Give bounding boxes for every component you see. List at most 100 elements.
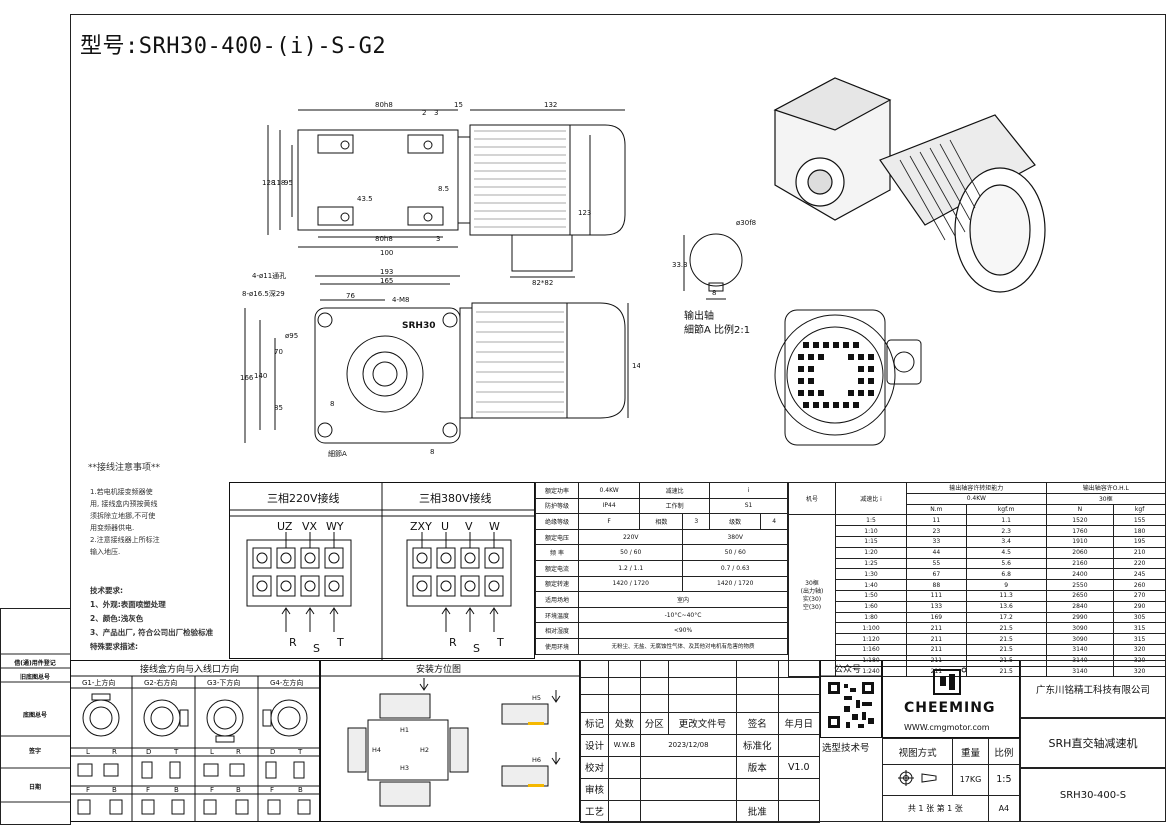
side-label-line: 30框 — [805, 579, 819, 587]
wiring-note-line: 1.若电机接变频器使 — [90, 488, 153, 496]
dim-3b: 3 — [436, 235, 440, 243]
label-base-no: 底图总号 — [22, 712, 47, 719]
dir-b3: B — [236, 786, 241, 794]
scale-label: 比例 — [987, 737, 1021, 766]
label-shared-parts: 借(通)用件登记 — [14, 660, 56, 667]
phase-s: S — [313, 642, 320, 655]
detail-caption: 細節A 比例2:1 — [684, 323, 750, 336]
ratio-cell: 1:15 — [835, 535, 907, 548]
spec-value: 4 — [760, 513, 788, 530]
torque-side-label: 30框 (出力轴) 实(30) 空(30) — [788, 514, 836, 678]
cell: 11.3 — [965, 589, 1047, 602]
spec-label: 额定功率 — [535, 482, 579, 499]
spec-value: <90% — [578, 622, 788, 639]
phase-s-380: S — [473, 642, 480, 655]
dim-100: 100 — [380, 249, 393, 257]
cell: 169 — [906, 611, 967, 624]
ratio-cell: 1:40 — [835, 579, 907, 591]
ratio-cell: 1:10 — [835, 525, 907, 537]
review-label: 审核 — [579, 777, 610, 801]
terminal-w: W — [489, 520, 500, 533]
cell: 220 — [1113, 557, 1166, 570]
install-h3: H3 — [400, 764, 409, 772]
col-g3: G3-下方向 — [207, 678, 240, 687]
wiring-note-line: 2.注意接线器上所标注 — [90, 536, 160, 544]
cell: 315 — [1113, 622, 1166, 635]
cell: 3140 — [1045, 643, 1115, 656]
dim-123: 123 — [578, 209, 591, 217]
shaft-height: 33.3 — [672, 261, 688, 269]
spec-label: 环境温度 — [535, 606, 579, 624]
tech-line: 2、颜色:浅灰色 — [90, 614, 144, 623]
phase-t-380: T — [496, 636, 504, 649]
model-title: 型号:SRH30-400-(i)-S-G2 — [80, 34, 387, 59]
ratio-cell: 1:60 — [835, 600, 907, 613]
dir-l2: L — [210, 748, 214, 756]
terminal-zxy: ZXY — [410, 520, 432, 533]
phase-r: R — [289, 636, 297, 649]
cell: 260 — [1113, 579, 1166, 591]
cell: 155 — [1113, 514, 1166, 527]
dir-t2: T — [297, 748, 303, 756]
cell: 270 — [1113, 589, 1166, 602]
dir-b4: B — [298, 786, 303, 794]
public-label: 公众号 — [834, 664, 861, 675]
dim-holes-deep: 8-ø16.5深29 — [242, 289, 285, 298]
dim-85: 85 — [274, 404, 283, 412]
wiring-notes-heading: **接线注意事项** — [88, 463, 161, 473]
torque-head-ohl: 输出轴容许O.H.L — [1045, 482, 1167, 494]
cell: 2990 — [1045, 611, 1115, 624]
hdr-date: 年月日 — [777, 711, 820, 735]
unit: N — [1045, 503, 1115, 516]
spec-label: 相数 — [639, 513, 684, 530]
sheet-count: 共 1 张 第 1 张 — [882, 794, 989, 823]
spec-label: 相对湿度 — [535, 622, 579, 639]
view-label: 视图方式 — [881, 737, 954, 766]
tech-line: 3、产品出厂, 符合公司出厂检验标准 — [90, 628, 214, 637]
cell: 23 — [906, 525, 967, 537]
cell: 13.6 — [965, 600, 1047, 613]
torque-head-ratio: 减速比 i — [835, 481, 907, 516]
torque-frame: 30框 — [1045, 492, 1167, 505]
cell: 1760 — [1045, 525, 1115, 537]
cell: 4.5 — [965, 546, 1047, 559]
dim-8b: 8 — [430, 448, 434, 456]
projection-icon — [881, 764, 954, 796]
dim-15: 15 — [454, 101, 463, 109]
version-label: 版本 — [736, 755, 779, 779]
hdr-mark: 标记 — [579, 711, 610, 735]
cell: 1520 — [1045, 514, 1115, 527]
col-g2: G2-右方向 — [144, 678, 177, 687]
wiring-220-title: 三相220V接线 — [267, 491, 340, 505]
product-code: SRH30-400-S — [1020, 768, 1166, 822]
dim-8.5: 8.5 — [438, 185, 449, 193]
spec-label: 适用场地 — [535, 591, 579, 608]
dim-166: 166 — [240, 374, 254, 382]
dir-f3: F — [210, 786, 214, 794]
label-sign: 签字 — [28, 748, 41, 755]
cell: 2.3 — [965, 525, 1047, 537]
dim-80h8-top: 80h8 — [375, 101, 393, 109]
shaft-key: 8 — [712, 289, 716, 297]
tech-line: 特殊要求描述: — [90, 642, 138, 651]
spec-value: 0.7 / 0.63 — [682, 559, 788, 577]
dim-8: 8 — [330, 400, 334, 408]
hdr-count: 处数 — [608, 711, 641, 735]
spec-value: 50 / 60 — [577, 544, 684, 561]
cell: 21.5 — [965, 643, 1047, 656]
spec-value: 380V — [682, 528, 788, 546]
dim-140: 140 — [254, 372, 267, 380]
cell: 315 — [1113, 633, 1166, 645]
torque-head-torque: 输出轴容许转矩能力 — [906, 482, 1047, 494]
top-view-drawing: 80h8 2 3 15 132 128 118 95 8.5 43.5 80h8… — [262, 101, 626, 287]
cell: 180 — [1113, 525, 1166, 537]
spec-label: 额定转速 — [535, 575, 579, 593]
brand-block: CHEEMING WWW.cmgmotor.com — [882, 660, 1020, 738]
dir-b2: B — [174, 786, 179, 794]
weight-label: 重量 — [952, 737, 989, 766]
approve-label: 批准 — [736, 799, 779, 824]
cell: 1910 — [1045, 535, 1115, 548]
ratio-cell: 1:160 — [835, 643, 907, 656]
ratio-cell: 1:25 — [835, 557, 907, 570]
